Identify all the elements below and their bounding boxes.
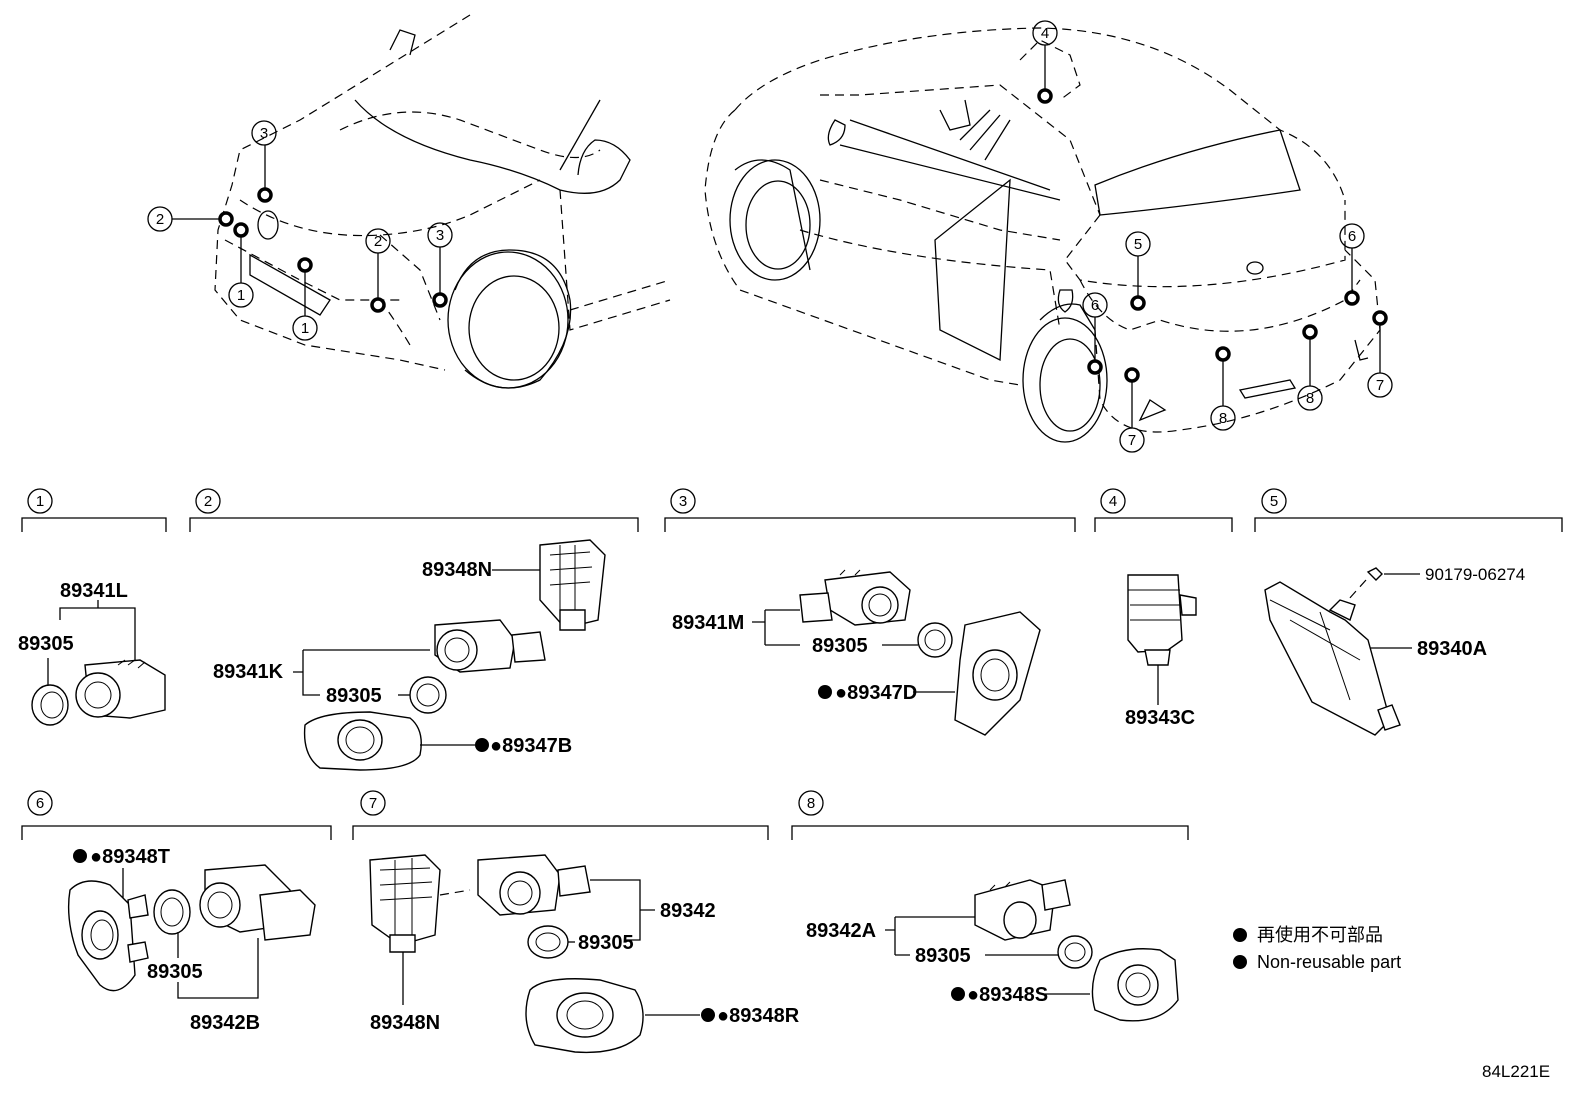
sensor-location-3-left — [257, 187, 273, 203]
callout-number: 4 — [1109, 493, 1117, 510]
part-number-label: 90179-06274 — [1425, 565, 1525, 584]
callout-number: 1 — [301, 320, 309, 337]
part-number-label: ●89348S — [967, 984, 1048, 1006]
callout-number: 8 — [807, 795, 815, 812]
callout-number: 7 — [369, 795, 377, 812]
part-number-label: 89348N — [422, 559, 492, 581]
part-number-label: 89305 — [812, 635, 868, 657]
part-number-label: ●89347B — [490, 735, 572, 757]
sensor-location-5 — [1130, 295, 1146, 311]
sensor-location-4 — [1037, 88, 1053, 104]
part-number-label: 89305 — [326, 685, 382, 707]
rear-callout-leaders — [1044, 45, 1381, 428]
callout-number: 7 — [1376, 377, 1384, 394]
part-number-label: 89348N — [370, 1012, 440, 1034]
front-callout-leaders — [172, 145, 441, 316]
callout-number: 2 — [374, 233, 382, 250]
callout-number: 5 — [1270, 493, 1278, 510]
callout-number: 1 — [237, 287, 245, 304]
legend-en: Non-reusable part — [1257, 952, 1401, 972]
non-reusable-marker-icon — [1233, 928, 1247, 942]
callout-number: 3 — [436, 227, 444, 244]
sensor-location-7-left — [1124, 367, 1140, 383]
group-7: 89348N 89342 89305 ●89348R — [369, 854, 800, 1054]
callout-number: 7 — [1128, 432, 1136, 449]
part-number-label: 89343C — [1125, 707, 1195, 729]
sensor-location-2-right — [370, 297, 386, 313]
sensor-location-7-right — [1372, 310, 1388, 326]
callout-number: 3 — [679, 493, 687, 510]
diagram-code: 84L221E — [1482, 1062, 1550, 1081]
rear-callouts: 4 5 6 7 8 8 6 7 — [1032, 20, 1393, 453]
part-number-label: 89340A — [1417, 638, 1487, 660]
part-number-label: 89342B — [190, 1012, 260, 1034]
sensor-location-3-right — [432, 292, 448, 308]
sensor-location-6-left — [1087, 359, 1103, 375]
rear-sensor-locations — [1037, 88, 1388, 383]
sensor-location-8-right — [1302, 324, 1318, 340]
group-8: 89342A 89305 ●89348S — [806, 879, 1179, 1022]
callout-number: 5 — [1134, 236, 1142, 253]
callout-number: 1 — [36, 493, 44, 510]
sensor-location-8-left — [1215, 346, 1231, 362]
front-car-illustration — [214, 14, 671, 389]
sensor-location-2-left — [218, 211, 234, 227]
group-1: 89341L 89305 — [18, 580, 166, 726]
front-sensor-locations — [218, 187, 448, 313]
group-3: 89341M 89305 ●89347D — [672, 569, 1041, 736]
sensor-location-1-left — [233, 222, 249, 238]
part-number-label: 89341K — [213, 661, 284, 683]
sensor-location-6-right — [1344, 290, 1360, 306]
callout-number: 8 — [1306, 390, 1314, 407]
group-4: 89343C — [1125, 574, 1197, 729]
part-number-label: ●89348T — [90, 846, 170, 868]
group-5: 90179-06274 89340A — [1264, 565, 1525, 736]
group-2: 89348N 89341K 89305 ●89347B — [213, 539, 606, 771]
callout-number: 4 — [1041, 25, 1049, 42]
sensor-location-1-right — [297, 257, 313, 273]
section-headers: 1 2 3 4 5 6 7 8 — [21, 488, 1563, 840]
part-number-label: 89342A — [806, 920, 876, 942]
legend: 再使用不可部品 Non-reusable part — [1233, 925, 1401, 972]
callout-number: 3 — [260, 125, 268, 142]
part-number-label: 89305 — [915, 945, 971, 967]
part-number-label: ●89347D — [835, 682, 917, 704]
part-number-label: 89305 — [18, 633, 74, 655]
non-reusable-marker-icon — [1233, 955, 1247, 969]
front-callouts: 3 2 1 1 2 3 — [147, 120, 453, 341]
group-6: ●89348T 89305 89342B — [67, 846, 316, 1034]
callout-number: 2 — [204, 493, 212, 510]
part-number-label: 89305 — [578, 932, 634, 954]
callout-number: 6 — [1348, 228, 1356, 245]
part-number-label: 89305 — [147, 961, 203, 983]
callout-number: 8 — [1219, 410, 1227, 427]
part-number-label: 89341M — [672, 612, 744, 634]
callout-number: 6 — [1091, 297, 1099, 314]
rear-car-illustration — [704, 27, 1381, 443]
legend-jp: 再使用不可部品 — [1257, 925, 1383, 945]
part-number-label: 89342 — [660, 900, 716, 922]
callout-number: 2 — [156, 211, 164, 228]
callout-number: 6 — [36, 795, 44, 812]
part-number-label: ●89348R — [717, 1005, 800, 1027]
part-number-label: 89341L — [60, 580, 128, 602]
